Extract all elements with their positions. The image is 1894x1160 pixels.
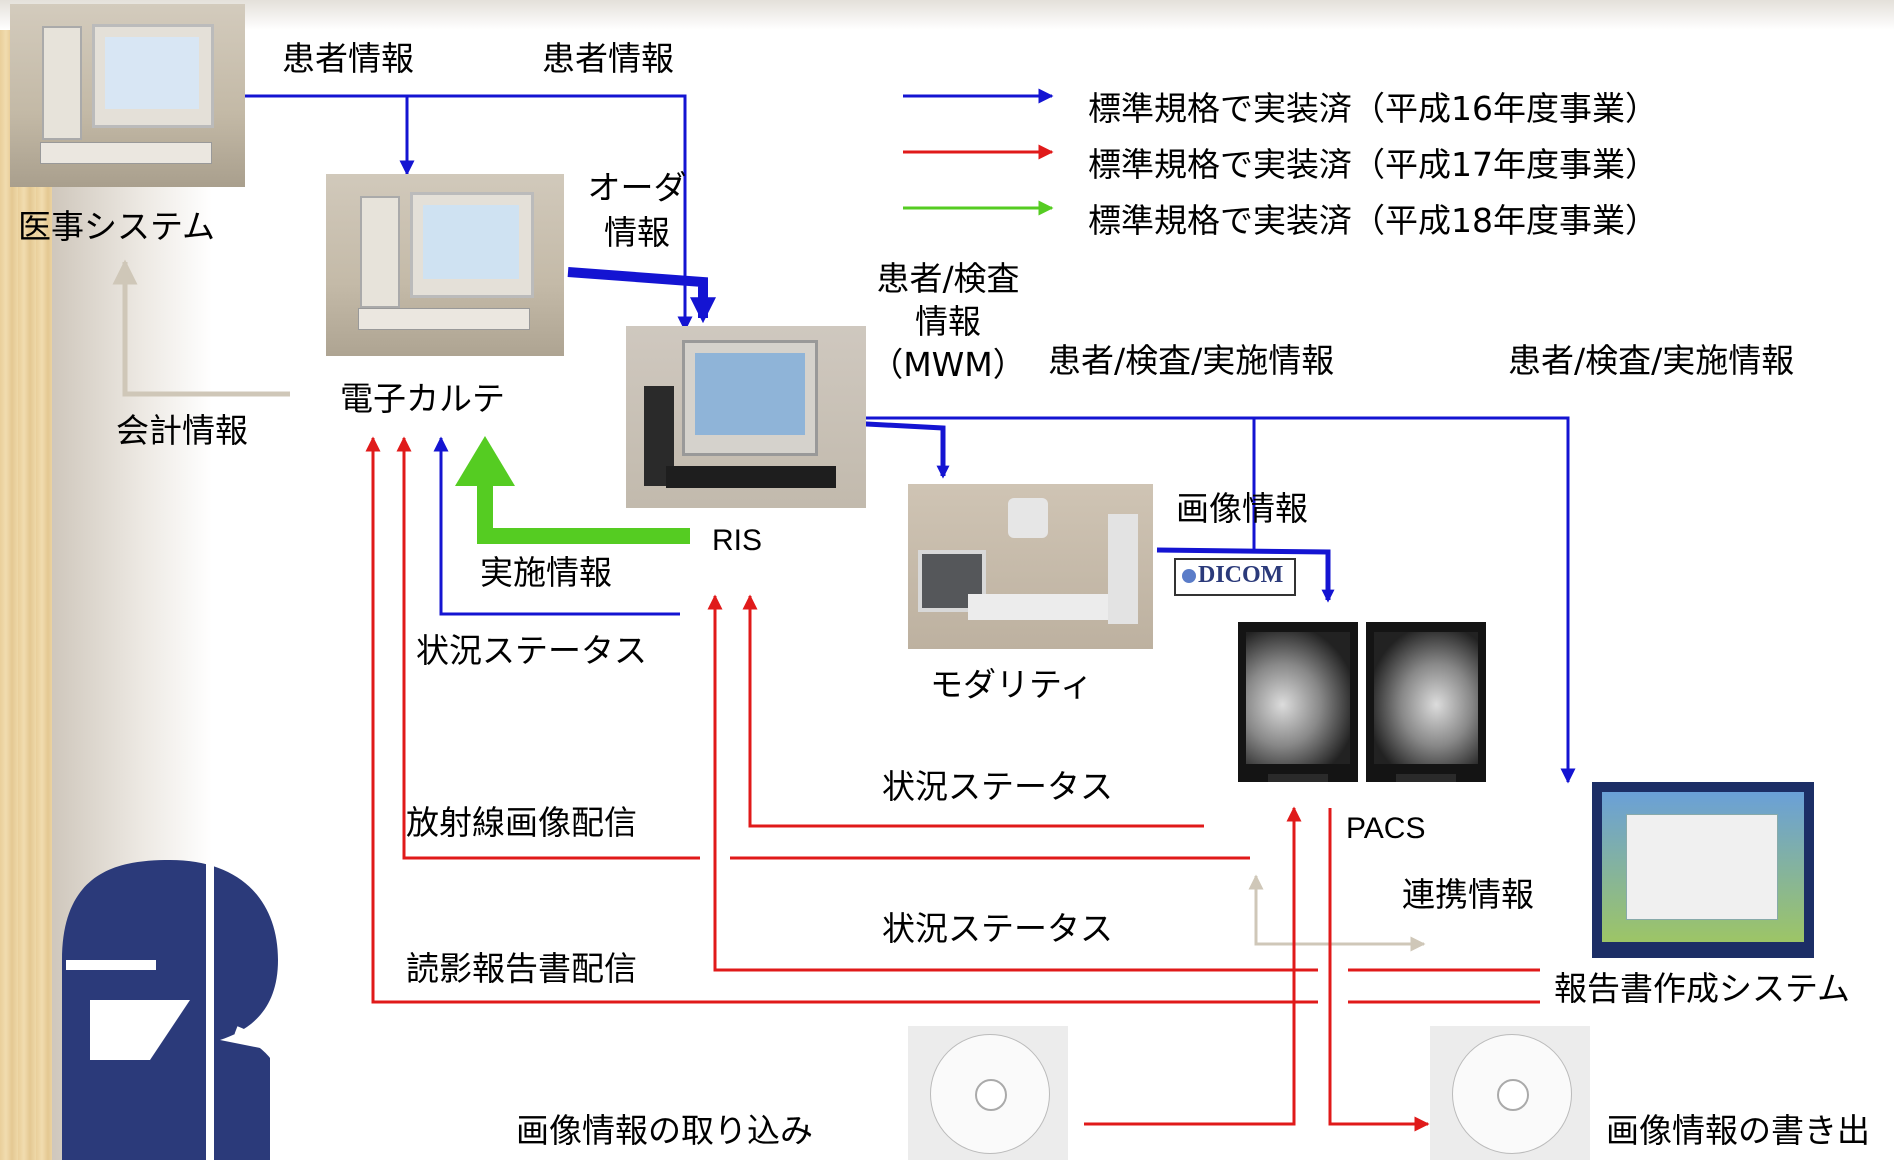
arrow-modality-to-pacs (1156, 547, 1335, 603)
background-texture (0, 0, 52, 1160)
flow-label-status-2: 状況ステータス (882, 767, 1113, 806)
dicom-logo-text: DICOM (1198, 562, 1284, 588)
flow-label-dokuei: 読影報告書配信 (406, 949, 637, 988)
arrow-dokuei-to-karte (365, 436, 1314, 1004)
flow-label-order: オーダ 情報 (587, 168, 687, 252)
arrow-head-green (455, 436, 515, 486)
cd-export-photo (1430, 1026, 1590, 1160)
arrow-ris-to-karte-status (433, 436, 680, 616)
ris-photo (626, 326, 866, 508)
arrow-housha-to-karte (396, 436, 700, 860)
iji-system-label: 医事システム (18, 207, 216, 246)
flow-label-renkei: 連携情報 (1402, 875, 1534, 914)
karte-label: 電子カルテ (340, 379, 505, 418)
arrow-pacs-to-export (1328, 808, 1430, 1132)
legend-label: 標準規格で実装済（平成18年度事業） (1088, 201, 1658, 240)
modality-label: モダリティ (930, 665, 1094, 704)
flow-label-status-3: 状況ステータス (882, 909, 1113, 948)
flow-label-gazo: 画像情報 (1176, 489, 1308, 528)
legend-label: 標準規格で実装済（平成16年度事業） (1088, 89, 1658, 128)
cd-import-photo (908, 1026, 1068, 1160)
legend-label: 標準規格で実装済（平成17年度事業） (1088, 145, 1658, 184)
decorative-logo (62, 860, 292, 1160)
ris-label: RIS (712, 524, 763, 557)
report-system-photo (1592, 782, 1814, 958)
arrow-import-to-pacs (1084, 806, 1302, 1126)
flow-label-housha: 放射線画像配信 (406, 803, 637, 842)
arrow-order-to-ris (567, 267, 716, 324)
flow-label-kanja-2: 患者情報 (542, 39, 674, 78)
flow-label-torikomi: 画像情報の取り込み (516, 1111, 813, 1150)
pacs-monitor-left (1238, 622, 1358, 782)
modality-photo (908, 484, 1153, 649)
flow-label-kaikei: 会計情報 (116, 411, 248, 450)
flow-label-mwm: 患者/検査 情報 （MWM） (870, 259, 1026, 384)
pacs-label: PACS (1346, 812, 1426, 845)
report-system-label: 報告書作成システム (1554, 969, 1851, 1008)
pacs-monitor-right (1366, 622, 1486, 782)
arrow-ris-to-report (792, 416, 1576, 784)
flow-label-kakidashi: 画像情報の書き出 (1606, 1111, 1870, 1150)
dicom-logo: DICOM (1174, 558, 1296, 596)
arrow-pacs-to-ris-status (742, 594, 1204, 828)
flow-label-status-1: 状況ステータス (416, 631, 647, 670)
flow-label-kanja-jisshi-1: 患者/検査/実施情報 (1048, 341, 1335, 380)
flow-label-kanja-jisshi-2: 患者/検査/実施情報 (1508, 341, 1795, 380)
arrow-iji-to-ris (222, 94, 693, 332)
arrow-report-to-ris-status (707, 594, 1314, 972)
flow-label-kanja-1: 患者情報 (282, 39, 414, 78)
arrow-ris-to-karte-jisshi (477, 478, 690, 544)
background-top-band (0, 0, 1894, 30)
iji-system-photo (10, 4, 245, 187)
arrow-renkei (1248, 874, 1426, 952)
karte-photo (326, 174, 564, 356)
arrow-kaikei (112, 259, 290, 397)
flow-label-jisshi: 実施情報 (480, 553, 612, 592)
